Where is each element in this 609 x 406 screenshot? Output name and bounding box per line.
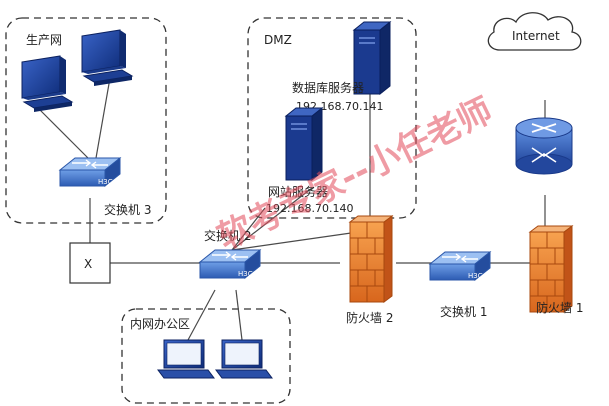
firewall-1-icon <box>529 225 573 313</box>
switch-2-label: 交换机 2 <box>204 228 251 243</box>
internet-label: Internet <box>512 29 560 43</box>
x-node-box <box>69 242 111 284</box>
switch-2-badge: H3C <box>238 270 253 278</box>
router-icon <box>515 117 573 175</box>
production-zone <box>5 17 167 224</box>
dmz-zone-label: DMZ <box>264 33 292 47</box>
office-laptop-1 <box>157 339 215 379</box>
office-zone-label: 内网办公区 <box>130 316 190 331</box>
switch-3-label: 交换机 3 <box>104 202 151 217</box>
switch-3-badge: H3C <box>98 178 113 186</box>
web-server-label: 网站服务器 <box>268 184 328 199</box>
firewall-2-label: 防火墙 2 <box>346 310 393 325</box>
firewall-2-icon <box>349 215 393 303</box>
links <box>37 77 546 341</box>
switch-1-label: 交换机 1 <box>440 304 487 319</box>
firewall-1-label: 防火墙 1 <box>536 300 583 315</box>
switch-1-badge: H3C <box>468 272 483 280</box>
internet-cloud-icon <box>487 12 582 51</box>
dmz-zone <box>247 17 417 219</box>
office-zone <box>121 308 291 404</box>
office-laptop-2 <box>215 339 273 379</box>
web-server-ip: 192.168.70.140 <box>266 202 353 215</box>
x-node-label: X <box>84 257 92 271</box>
database-server-label: 数据库服务器 <box>292 80 364 95</box>
production-zone-label: 生产网 <box>26 33 62 47</box>
production-pc-1 <box>21 55 73 113</box>
web-server-icon <box>285 107 323 181</box>
production-pc-2 <box>81 29 133 87</box>
